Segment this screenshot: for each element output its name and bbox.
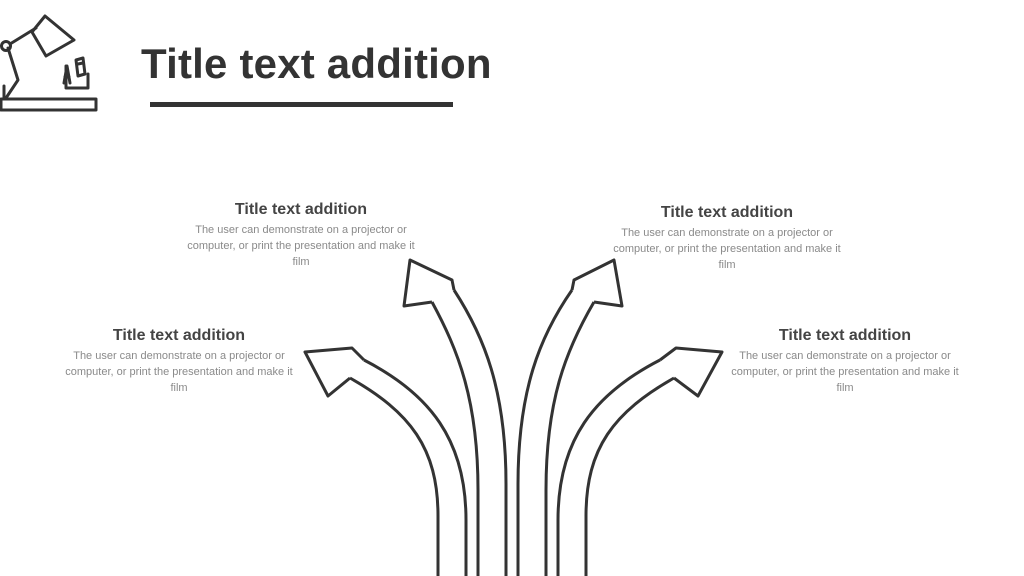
block-title: Title text addition: [778, 327, 912, 344]
block-title: Title text addition: [112, 327, 246, 344]
desk-lamp-icon: [0, 14, 98, 112]
block-title: Title text addition: [660, 204, 794, 221]
text-block-upper-right: Title text addition The user can demonst…: [612, 203, 842, 273]
page-title: Title text addition: [141, 40, 492, 87]
block-description: The user can demonstrate on a projector …: [187, 224, 415, 268]
arrow-center-left: [402, 258, 508, 576]
text-block-lower-right: Title text addition The user can demonst…: [730, 326, 960, 396]
block-description: The user can demonstrate on a projector …: [613, 227, 841, 271]
block-description: The user can demonstrate on a projector …: [731, 350, 959, 394]
block-description: The user can demonstrate on a projector …: [65, 350, 293, 394]
title-underline: [150, 102, 453, 107]
text-block-upper-left: Title text addition The user can demonst…: [186, 200, 416, 270]
arrow-center-right: [516, 258, 624, 576]
text-block-lower-left: Title text addition The user can demonst…: [64, 326, 294, 396]
arrow-far-right: [556, 346, 724, 576]
block-title: Title text addition: [234, 201, 368, 218]
arrow-far-left: [303, 346, 468, 576]
